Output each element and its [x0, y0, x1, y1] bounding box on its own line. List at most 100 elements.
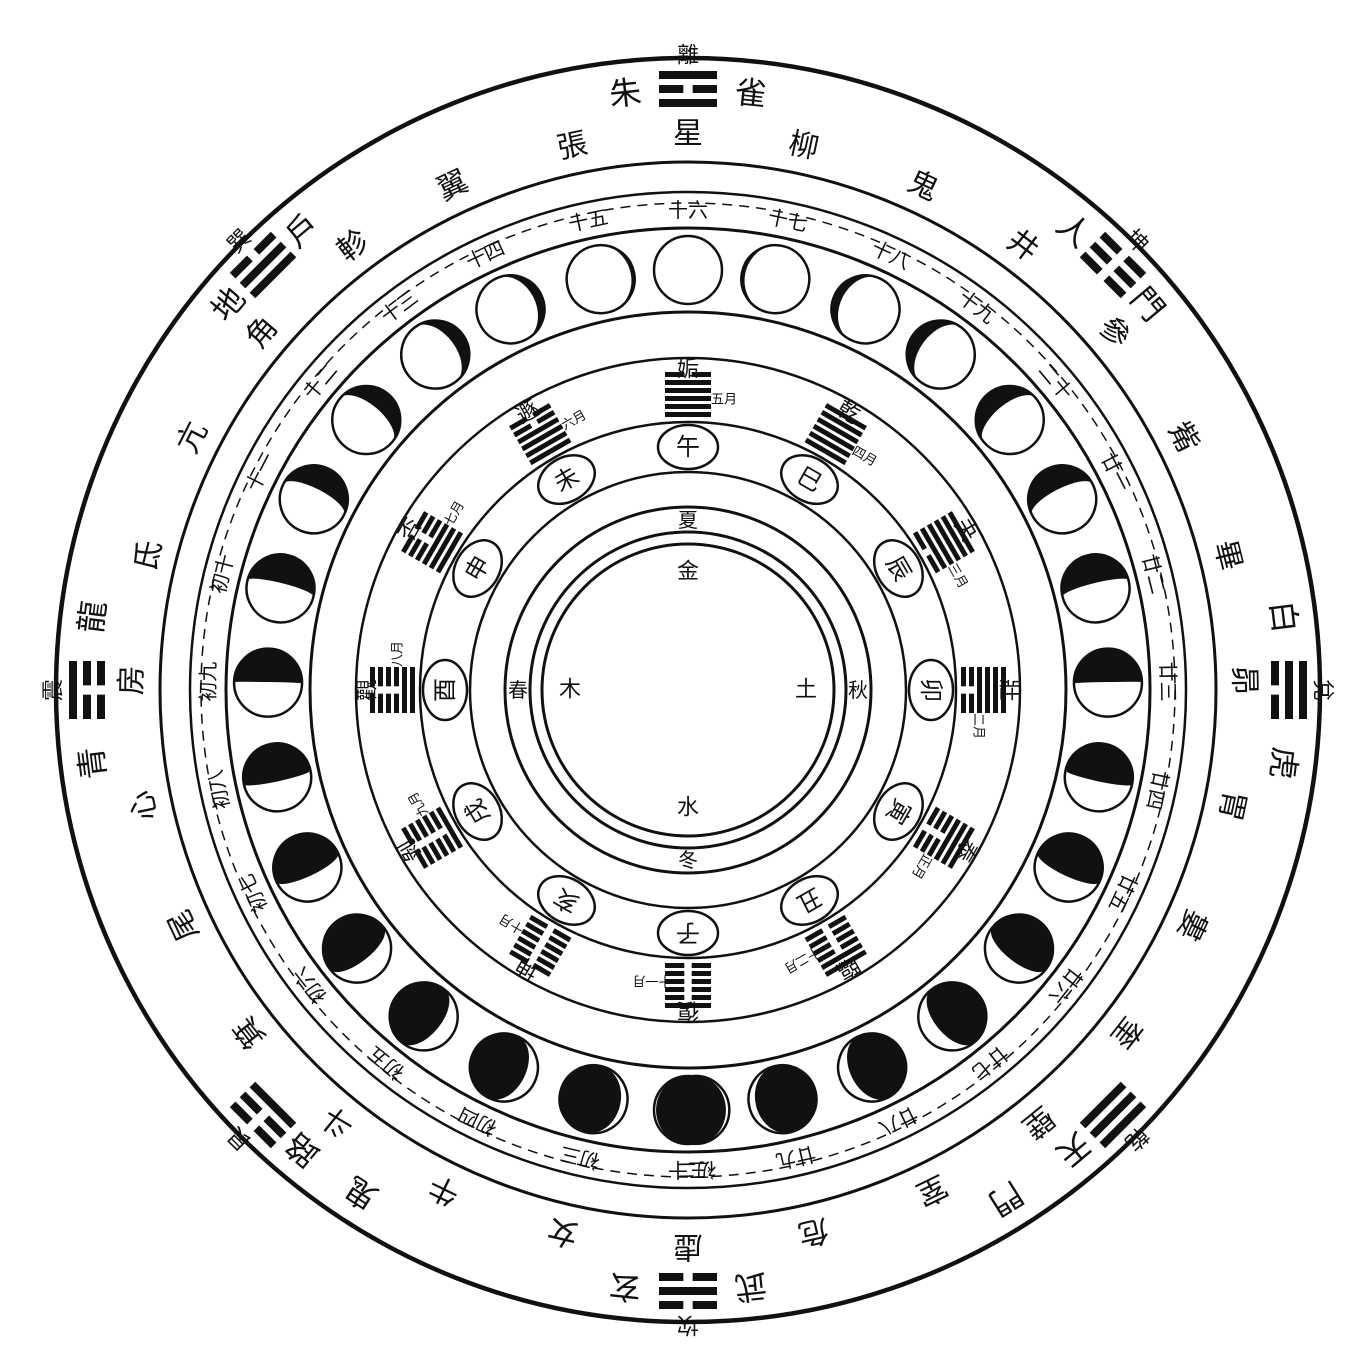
mansion-label: 斗 — [315, 1099, 360, 1145]
yin-line — [408, 538, 423, 558]
yin-line — [1099, 231, 1123, 255]
month-hexagrams-layer: 姤五月遯六月否七月觀八月剝九月坤十月復十一月臨十二月泰正月壯二月夬三月乾四月 — [356, 358, 1021, 1023]
yang-line — [659, 1287, 717, 1295]
yin-line — [691, 971, 711, 976]
moon-phase-6 — [272, 832, 343, 903]
hexagram-month: 十一月 — [632, 973, 671, 988]
yang-line — [529, 437, 572, 466]
trigram-8: 乾 — [1079, 1081, 1153, 1155]
yin-line — [691, 995, 711, 1000]
yang-line — [1001, 667, 1006, 713]
rim-label: 玄 — [607, 1266, 643, 1307]
moon-shadow — [990, 914, 1053, 973]
mansion-label: 房 — [114, 665, 150, 696]
yin-line — [509, 416, 529, 431]
branch-oval — [537, 874, 596, 926]
lunar-day-label: 十七 — [766, 205, 810, 237]
moon-shadow — [975, 386, 1036, 442]
yin-line — [421, 814, 436, 834]
hexagram-ring-circle — [354, 356, 1022, 1024]
yang-line — [410, 667, 415, 713]
yin-line — [691, 987, 711, 992]
moon-shadow — [831, 275, 880, 341]
branch-oval — [872, 782, 924, 841]
lunar-day-label: 廿二 — [1137, 552, 1170, 597]
lunar-day-label: 十六 — [668, 198, 708, 222]
lunar-day-label: 十九 — [954, 285, 1000, 328]
moon-phase-8 — [232, 647, 304, 718]
moon-phase-23 — [1063, 742, 1135, 813]
moon-phase-10 — [278, 464, 350, 535]
moon-disc — [475, 274, 546, 345]
hexagram-month: 五月 — [711, 393, 737, 408]
season-ring-outer — [503, 505, 873, 875]
yin-line — [659, 1273, 684, 1281]
hexagram-month: 六月 — [559, 408, 589, 434]
yin-line — [532, 403, 552, 418]
yang-line — [940, 515, 968, 558]
trigram-name: 兌 — [1310, 679, 1335, 701]
yin-line — [83, 660, 91, 686]
trigram-1: 坎 — [659, 1273, 717, 1337]
hexagram-month: 十二月 — [781, 943, 822, 975]
yin-line — [370, 693, 375, 713]
moon-shadow — [1037, 833, 1103, 884]
hexagram-month: 四月 — [849, 444, 879, 470]
mansion-label: 觜 — [1161, 416, 1206, 459]
moon-phase-2 — [558, 1063, 629, 1135]
yang-line — [659, 71, 717, 79]
seasons-layer: 夏春秋冬 — [508, 508, 868, 872]
branch-ring-inner — [468, 470, 908, 910]
yin-line — [552, 928, 572, 943]
yin-line — [386, 693, 391, 713]
season-label: 春 — [508, 678, 528, 702]
branch-oval — [872, 539, 924, 598]
yang-line — [665, 412, 711, 417]
hexagram-month: 七月 — [442, 499, 468, 529]
hexagram-name: 壯 — [996, 679, 1021, 701]
rim-label: 青 — [72, 745, 114, 781]
hexagram-name: 姤 — [677, 358, 699, 383]
lunar-day-label: 初九 — [196, 661, 221, 701]
moon-shadow — [1073, 648, 1142, 684]
moon-phase-26 — [917, 981, 988, 1052]
yin-line — [83, 694, 91, 719]
moon-phase-9 — [245, 553, 316, 624]
hexagram-2: 遯六月 — [509, 397, 589, 466]
yin-line — [428, 841, 443, 861]
moon-shadow — [283, 465, 348, 515]
yang-line — [1079, 1081, 1127, 1129]
mansion-label: 氐 — [128, 537, 169, 575]
yin-line — [435, 837, 450, 857]
lunar-day-label: 初六 — [288, 962, 332, 1008]
yang-line — [816, 416, 859, 445]
yin-line — [692, 1273, 717, 1281]
lunar-day-label: 十二 — [298, 358, 342, 404]
yin-line — [525, 921, 545, 936]
yin-line — [969, 667, 974, 687]
lunar-day-label: 初十 — [206, 552, 239, 597]
yang-line — [659, 99, 717, 107]
branch-oval — [780, 874, 839, 926]
lunar-day-label: 廿九 — [774, 1142, 818, 1174]
moon-shadow — [469, 1033, 529, 1100]
lunar-day-label: 初三 — [558, 1142, 602, 1174]
yin-line — [442, 833, 457, 853]
yang-line — [665, 404, 711, 409]
moon-phase-21 — [1060, 553, 1131, 624]
yin-line — [1123, 255, 1147, 279]
hexagram-5: 剝九月 — [395, 789, 464, 869]
yin-line — [691, 372, 711, 377]
rim-label: 鬼 — [337, 1169, 385, 1218]
moon-shadow — [1028, 465, 1093, 515]
yang-line — [824, 403, 867, 431]
moon-shadow — [247, 554, 315, 597]
yang-line — [665, 1003, 711, 1008]
yin-line — [912, 531, 927, 551]
branch-ring-outer — [418, 420, 958, 960]
mansion-label: 箕 — [227, 1010, 273, 1055]
yin-line — [665, 372, 685, 377]
moon-phase-4 — [388, 981, 459, 1052]
hexagram-11: 夬三月 — [912, 511, 981, 591]
